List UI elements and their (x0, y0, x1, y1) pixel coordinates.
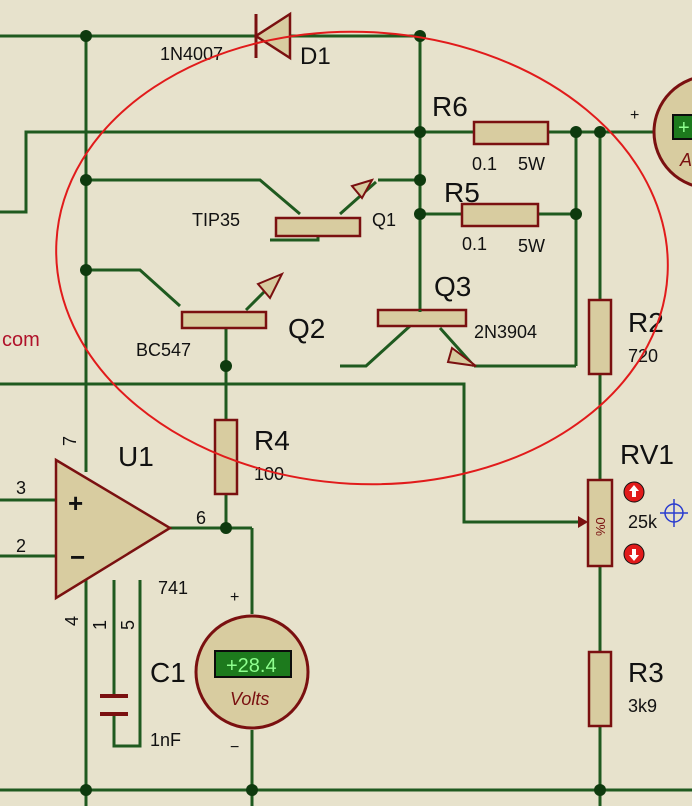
rv1-decrease-button[interactable] (623, 543, 645, 565)
u1-part-label: 741 (158, 578, 188, 598)
ammeter-unit: A (679, 150, 692, 170)
transistor-q3: Q3 2N3904 (376, 271, 537, 368)
c1-ref-label: C1 (150, 657, 186, 688)
capacitor-c1: C1 1nF (100, 657, 186, 750)
d1-ref-label: D1 (300, 43, 331, 70)
d1-part-label: 1N4007 (160, 44, 223, 64)
r4-ref-label: R4 (254, 425, 290, 456)
q1-part-label: TIP35 (192, 210, 240, 230)
highlight-ellipse (55, 30, 669, 486)
r5-ref-label: R5 (444, 177, 480, 208)
r2-value-label: 720 (628, 346, 658, 366)
transistor-q2: Q2 BC547 (136, 272, 325, 360)
ammeter-reading: + (678, 117, 690, 139)
q2-ref-label: Q2 (288, 313, 325, 344)
u1-plus-sign: + (68, 488, 83, 518)
voltmeter[interactable]: +28.4 Volts + − (194, 589, 310, 756)
q1-ref-label: Q1 (372, 210, 396, 230)
watermark-text: com (2, 329, 40, 351)
resistor-r6: R6 0.1 5W (432, 91, 550, 174)
diode-d1: 1N4007 D1 (160, 11, 331, 70)
r5-rating-label: 5W (518, 236, 545, 256)
rv1-value-label: 25k (628, 512, 658, 532)
r6-rating-label: 5W (518, 154, 545, 174)
u1-pin6-label: 6 (196, 508, 206, 528)
r3-value-label: 3k9 (628, 696, 657, 716)
u1-pin3-label: 3 (16, 478, 26, 498)
u1-ref-label: U1 (118, 441, 154, 472)
junction-dots (80, 30, 606, 796)
c1-value-label: 1nF (150, 730, 181, 750)
crosshair-icon (660, 499, 688, 527)
u1-pin1-label: 1 (90, 620, 110, 630)
u1-minus-sign: − (70, 542, 85, 572)
ammeter[interactable]: + A + (630, 76, 692, 188)
q2-part-label: BC547 (136, 340, 191, 360)
q3-ref-label: Q3 (434, 271, 471, 302)
voltmeter-unit: Volts (230, 689, 269, 709)
voltmeter-reading: +28.4 (226, 655, 277, 677)
transistor-q1: TIP35 Q1 (192, 178, 396, 238)
voltmeter-plus: + (230, 589, 239, 606)
opamp-u1: + − U1 741 3 2 7 4 1 5 6 (16, 436, 206, 630)
rv1-wiper-label: %0 (593, 517, 608, 536)
rv1-increase-button[interactable] (623, 481, 645, 503)
voltmeter-minus: − (230, 739, 239, 756)
r6-ref-label: R6 (432, 91, 468, 122)
r5-value-label: 0.1 (462, 234, 487, 254)
r6-value-label: 0.1 (472, 154, 497, 174)
q3-part-label: 2N3904 (474, 322, 537, 342)
resistor-r3: R3 3k9 (587, 650, 664, 728)
u1-pin4-label: 4 (62, 616, 82, 626)
ammeter-plus: + (630, 107, 639, 124)
potentiometer-rv1: %0 RV1 25k (578, 439, 688, 568)
r3-ref-label: R3 (628, 657, 664, 688)
u1-pin5-label: 5 (118, 620, 138, 630)
u1-pin2-label: 2 (16, 536, 26, 556)
resistor-r5: R5 0.1 5W (444, 177, 545, 256)
rv1-ref-label: RV1 (620, 439, 674, 470)
u1-pin7-label: 7 (60, 436, 80, 446)
